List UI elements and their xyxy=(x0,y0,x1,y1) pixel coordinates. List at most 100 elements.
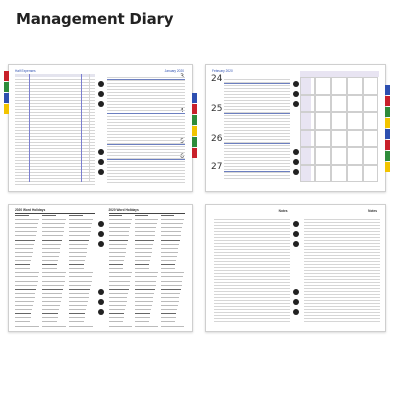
holiday-row-texture xyxy=(160,276,183,280)
binder-hole-icon xyxy=(97,289,104,295)
ruled-line xyxy=(214,246,290,247)
binder-hole-icon xyxy=(292,91,299,97)
binder-hole-icon xyxy=(97,299,104,305)
binder-hole-icon xyxy=(292,309,299,315)
holiday-row-texture xyxy=(160,325,184,327)
ruled-line xyxy=(106,77,185,78)
holiday-row-texture xyxy=(160,251,178,256)
index-tab[interactable] xyxy=(4,82,9,92)
index-tab[interactable] xyxy=(192,148,197,158)
index-tab[interactable] xyxy=(192,115,197,125)
holiday-row-texture xyxy=(15,309,33,313)
month-grid-cell xyxy=(362,77,379,95)
holiday-row-texture xyxy=(69,215,84,219)
ruled-line xyxy=(15,127,95,128)
holiday-row-texture xyxy=(15,264,31,268)
binder-hole-icon xyxy=(97,101,104,107)
index-tab[interactable] xyxy=(192,137,197,147)
ruled-line xyxy=(303,249,380,250)
holiday-row-texture xyxy=(69,276,93,280)
ruled-line xyxy=(303,237,380,238)
index-tab[interactable] xyxy=(4,71,9,81)
index-tab[interactable] xyxy=(385,85,390,95)
ruled-line xyxy=(303,228,380,229)
holiday-row-texture xyxy=(160,215,175,219)
holiday-row-texture xyxy=(134,219,158,223)
holiday-row-texture xyxy=(69,243,89,248)
holiday-row-texture xyxy=(134,309,151,313)
ruled-line xyxy=(15,115,95,116)
ruled-line xyxy=(224,97,290,98)
ruled-line xyxy=(224,163,290,164)
index-tab[interactable] xyxy=(385,118,390,128)
ruled-line xyxy=(214,243,290,244)
holiday-row-texture xyxy=(42,264,58,268)
ruled-line xyxy=(214,270,290,271)
ruled-line xyxy=(303,222,380,223)
ruled-line xyxy=(106,80,185,81)
holiday-row-texture xyxy=(134,264,150,268)
month-grid-cell xyxy=(299,129,316,147)
ruled-line xyxy=(214,231,290,232)
ruled-line xyxy=(15,178,95,179)
holiday-row-texture xyxy=(160,284,182,289)
index-tab[interactable] xyxy=(192,93,197,103)
ruled-line xyxy=(224,121,290,122)
ruled-line xyxy=(224,124,290,125)
ruled-line xyxy=(106,131,185,132)
ruled-line xyxy=(214,279,290,280)
index-tab[interactable] xyxy=(385,151,390,161)
ruled-line xyxy=(106,101,185,102)
index-tab[interactable] xyxy=(4,104,9,114)
ruled-line xyxy=(303,291,380,292)
month-grid-cell xyxy=(346,164,363,182)
index-tab[interactable] xyxy=(192,104,197,114)
index-tab[interactable] xyxy=(4,93,9,103)
holiday-row-texture xyxy=(15,215,30,219)
holiday-row-texture xyxy=(69,268,84,272)
ruled-line xyxy=(214,240,290,241)
ruled-line xyxy=(224,127,290,128)
holiday-list-column xyxy=(134,215,160,327)
index-tabs-left[interactable] xyxy=(4,71,9,121)
holiday-row-texture xyxy=(160,300,179,305)
holiday-row-texture xyxy=(15,239,36,244)
holiday-row-texture xyxy=(134,227,156,231)
index-tab[interactable] xyxy=(385,129,390,139)
holiday-row-texture xyxy=(69,280,92,285)
ruled-line xyxy=(224,85,290,86)
holiday-row-texture xyxy=(108,313,125,317)
month-grid-cell xyxy=(346,147,363,165)
holiday-row-texture xyxy=(108,231,130,235)
ruled-line xyxy=(214,234,290,235)
month-grid-cell xyxy=(346,112,363,130)
holiday-row-texture xyxy=(69,251,87,256)
binder-hole-icon xyxy=(292,231,299,237)
ruled-line xyxy=(303,231,380,232)
holiday-list-column xyxy=(160,215,186,327)
index-tabs-right[interactable] xyxy=(385,85,390,175)
binder-hole-icon xyxy=(97,221,104,227)
index-tab[interactable] xyxy=(385,107,390,117)
holiday-row-texture xyxy=(108,251,126,256)
holiday-row-texture xyxy=(160,243,179,248)
index-tab[interactable] xyxy=(385,162,390,172)
binder-hole-icon xyxy=(97,81,104,87)
ruled-line xyxy=(224,109,290,110)
binder-hole-icon xyxy=(292,241,299,247)
holiday-row-texture xyxy=(160,239,180,244)
index-tab[interactable] xyxy=(385,140,390,150)
index-tabs-right[interactable] xyxy=(192,93,197,163)
holiday-row-texture xyxy=(160,288,181,293)
holiday-row-texture xyxy=(134,272,158,276)
holiday-row-texture xyxy=(108,235,129,239)
month-grid-cell xyxy=(346,77,363,95)
ruled-line xyxy=(15,184,95,185)
holiday-row-texture xyxy=(69,309,87,313)
ruled-line xyxy=(106,158,185,159)
ruled-line xyxy=(214,267,290,268)
holiday-row-texture xyxy=(15,321,30,325)
index-tab[interactable] xyxy=(385,96,390,106)
holiday-row-texture xyxy=(69,227,92,231)
index-tab[interactable] xyxy=(192,126,197,136)
